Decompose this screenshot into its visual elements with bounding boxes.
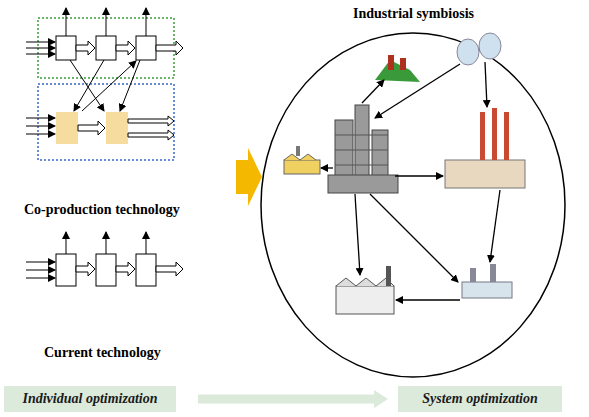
optimization-band: Individual optimization xyxy=(4,386,176,412)
band-arrow xyxy=(198,390,388,408)
band-text: Individual optimization xyxy=(23,391,158,407)
section-heading: Industrial symbiosis xyxy=(353,6,474,22)
optimization-band: System optimization xyxy=(398,386,562,412)
band-text: System optimization xyxy=(422,391,538,407)
technology-label: Current technology xyxy=(44,345,161,361)
technology-label: Co-production technology xyxy=(24,202,180,218)
